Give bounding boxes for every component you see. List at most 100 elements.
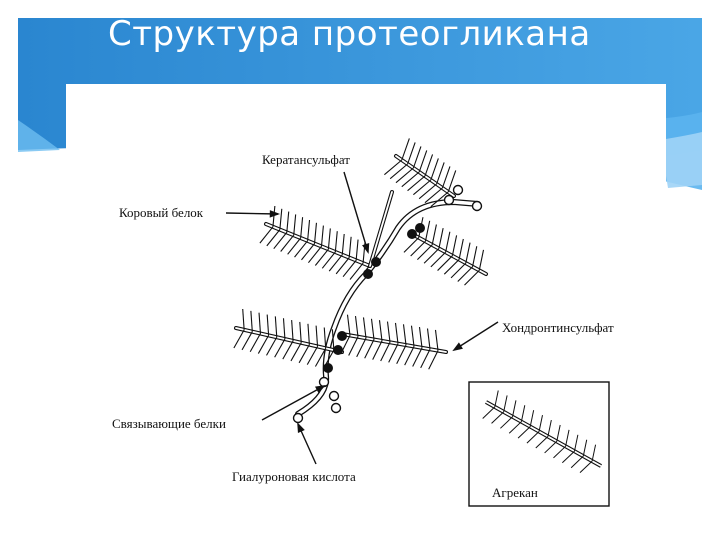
label-chondroitin-sulfate: Хондронтинсульфат bbox=[502, 320, 614, 335]
glycosaminoglycan-chain bbox=[293, 214, 297, 236]
glycosaminoglycan-chain bbox=[445, 231, 451, 253]
glycosaminoglycan-chain bbox=[291, 320, 294, 341]
glycosaminoglycan-chain bbox=[410, 240, 426, 257]
label-link-proteins: Связывающие белки bbox=[112, 416, 226, 431]
glycosaminoglycan-chain bbox=[384, 159, 403, 176]
glycosaminoglycan-chain bbox=[430, 191, 449, 208]
glycosaminoglycan-chain bbox=[426, 328, 431, 350]
glycosaminoglycan-chain bbox=[266, 229, 281, 247]
glycosaminoglycan-chain bbox=[407, 175, 426, 192]
pointer-arrow-line bbox=[225, 212, 279, 215]
aggrecan-chain bbox=[535, 436, 549, 449]
glycosaminoglycan-chain bbox=[301, 243, 315, 261]
keratan-sulfate-dot bbox=[333, 345, 343, 355]
link-protein-circle bbox=[330, 402, 342, 414]
keratan-sulfate-dot bbox=[337, 331, 347, 341]
glycosaminoglycan-chain bbox=[418, 150, 428, 173]
glycosaminoglycan-chain bbox=[404, 346, 415, 366]
aggrecan-chain bbox=[520, 405, 526, 422]
glycosaminoglycan-chain bbox=[299, 321, 302, 343]
glycosaminoglycan-chain bbox=[250, 310, 253, 332]
glycosaminoglycan-chain bbox=[354, 315, 359, 337]
core-protein-branch-inner bbox=[369, 191, 393, 267]
aggrecan-core-inner bbox=[485, 401, 602, 467]
aggrecan-chain bbox=[561, 450, 575, 464]
glycosaminoglycan-chain bbox=[386, 321, 391, 343]
glycosaminoglycan-chain bbox=[349, 262, 364, 280]
glycosaminoglycan-chain bbox=[346, 314, 351, 336]
glycosaminoglycan-chain bbox=[279, 208, 283, 230]
glycosaminoglycan-chain bbox=[450, 262, 467, 279]
glycosaminoglycan-chain bbox=[307, 246, 322, 264]
glycosaminoglycan-chain bbox=[274, 338, 286, 358]
label-keratan-sulfate: Кератансульфат bbox=[262, 152, 350, 167]
glycosaminoglycan-chain bbox=[401, 138, 410, 161]
glycosaminoglycan-chain bbox=[331, 329, 335, 351]
glycosaminoglycan-chain bbox=[441, 166, 451, 189]
label-hyaluronic-acid: Гиалуроновая кислота bbox=[232, 469, 356, 484]
aggrecan-chain bbox=[508, 421, 522, 434]
aggrecan-chain bbox=[556, 424, 561, 442]
aggrecan-chain bbox=[482, 406, 496, 419]
glycosaminoglycan-chain bbox=[294, 240, 309, 258]
glycosaminoglycan-chain bbox=[362, 317, 367, 339]
label-aggrecan: Агрекан bbox=[492, 485, 538, 500]
glycosaminoglycan-chain bbox=[465, 242, 471, 264]
pointer-arrow-line bbox=[261, 385, 325, 421]
link-protein-circle bbox=[443, 194, 455, 206]
glycosaminoglycan-chain bbox=[396, 344, 407, 365]
glycosaminoglycan-chain bbox=[372, 340, 383, 360]
glycosaminoglycan-chain bbox=[472, 246, 478, 267]
glycosaminoglycan-chain bbox=[424, 154, 434, 177]
glycosaminoglycan-chain bbox=[242, 308, 245, 330]
glycosaminoglycan-chain bbox=[298, 344, 310, 364]
glycosaminoglycan-chain bbox=[424, 187, 443, 204]
pointer-arrow-head bbox=[314, 385, 326, 394]
aggrecan-chain bbox=[503, 395, 508, 412]
diagram-panel: Кератансульфат Коровый белок Хондронтинс… bbox=[66, 84, 666, 524]
glycosaminoglycan-chain bbox=[282, 340, 294, 360]
glycosaminoglycan-chain bbox=[418, 183, 437, 200]
aggrecan-chain bbox=[544, 441, 558, 454]
pointer-arrow-head bbox=[269, 210, 281, 218]
glycosaminoglycan-chain bbox=[418, 327, 423, 348]
link-protein-circle bbox=[471, 200, 483, 212]
glycosaminoglycan-chain bbox=[342, 260, 357, 278]
link-protein-circle bbox=[318, 376, 330, 388]
glycosaminoglycan-chain bbox=[306, 346, 319, 365]
glycosaminoglycan-chain bbox=[257, 335, 270, 354]
aggrecan-chain bbox=[538, 415, 543, 432]
glycosaminoglycan-chain bbox=[315, 325, 319, 347]
glycosaminoglycan-chain bbox=[323, 327, 327, 349]
glycosaminoglycan-chain bbox=[274, 316, 278, 338]
glycosaminoglycan-chain bbox=[314, 348, 327, 367]
glycosaminoglycan-chain bbox=[430, 251, 447, 268]
glycosaminoglycan-chain bbox=[412, 146, 422, 169]
glycosaminoglycan-chain bbox=[412, 347, 423, 367]
glycosaminoglycan-chain bbox=[356, 337, 367, 358]
pointer-arrow-line bbox=[453, 321, 499, 351]
link-protein-circle bbox=[328, 390, 340, 402]
glycosaminoglycan-chain bbox=[282, 318, 286, 340]
glycosaminoglycan-chain bbox=[314, 248, 329, 266]
glycosaminoglycan-chain bbox=[320, 225, 324, 247]
glycosaminoglycan-chain bbox=[420, 348, 431, 369]
glycosaminoglycan-chain bbox=[355, 239, 359, 261]
glycosaminoglycan-chain bbox=[464, 269, 480, 286]
glycosaminoglycan-chain bbox=[413, 179, 432, 196]
glycosaminoglycan-chain bbox=[380, 342, 391, 362]
glycosaminoglycan-chain bbox=[286, 211, 290, 233]
glycosaminoglycan-chain bbox=[348, 236, 352, 258]
glycosaminoglycan-chain bbox=[259, 226, 274, 244]
aggrecan-chain bbox=[529, 410, 535, 427]
glycosaminoglycan-chain bbox=[437, 255, 453, 271]
glycosaminoglycan-chain bbox=[403, 237, 420, 253]
pointer-arrow-head bbox=[452, 342, 463, 352]
keratan-sulfate-dot bbox=[323, 363, 333, 373]
glycosaminoglycan-chain bbox=[249, 333, 261, 352]
glycosaminoglycan-chain bbox=[241, 331, 253, 351]
glycosaminoglycan-chain bbox=[307, 323, 310, 345]
glycosaminoglycan-chain bbox=[287, 237, 302, 255]
aggrecan-chain bbox=[547, 419, 552, 437]
glycosaminoglycan-chain bbox=[266, 314, 270, 336]
